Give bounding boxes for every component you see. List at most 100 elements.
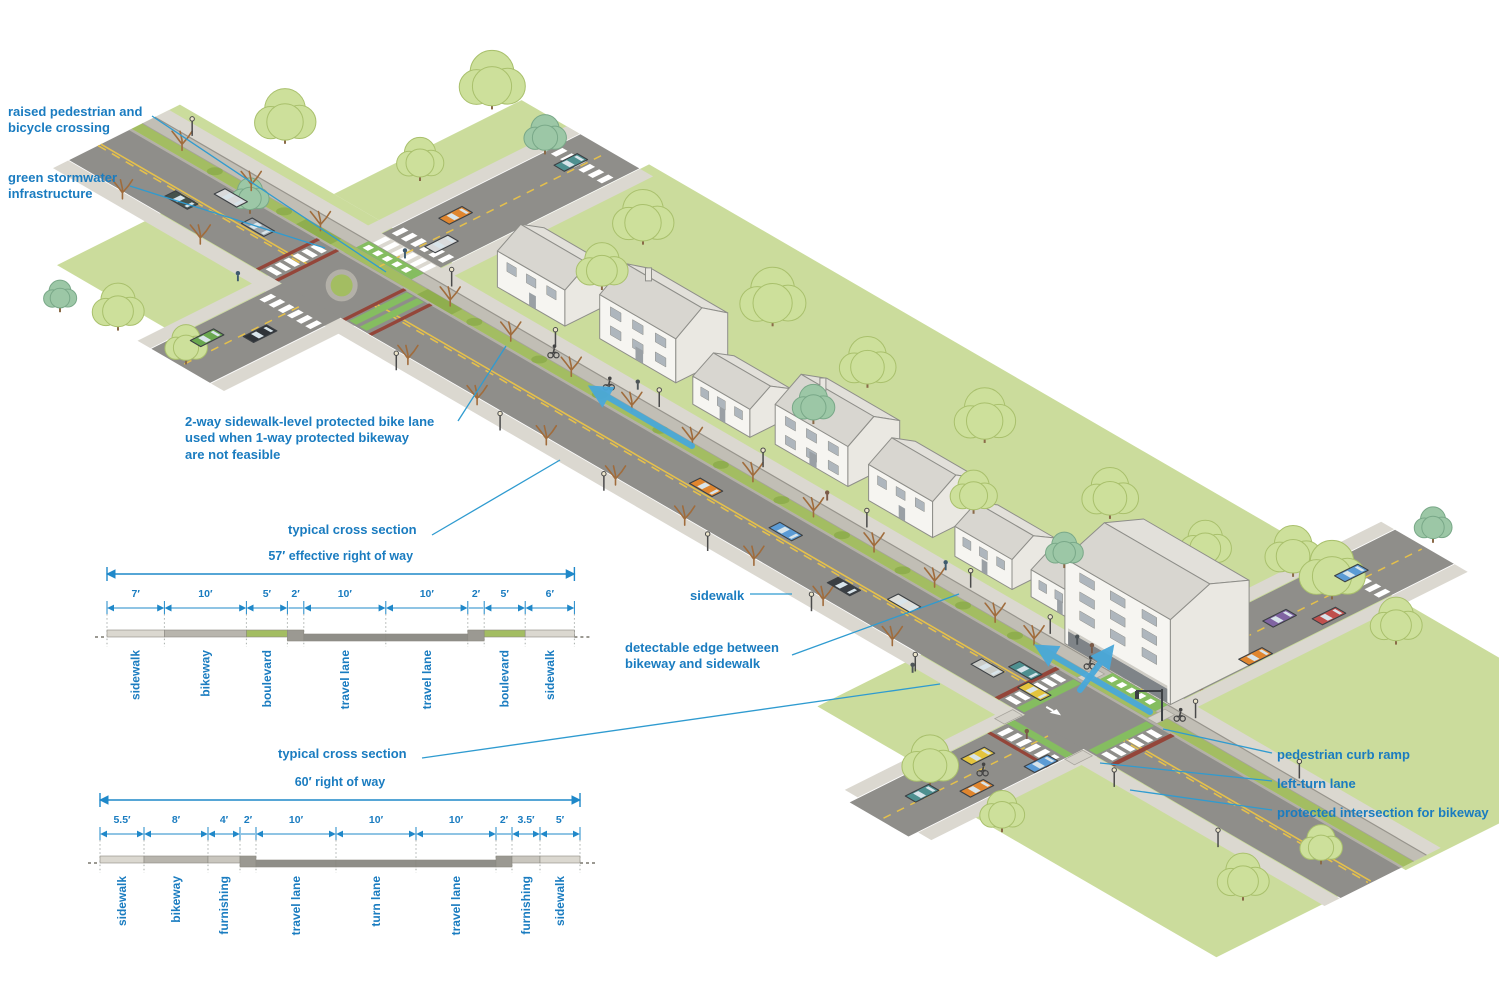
car [438,205,473,225]
measurement-label: 10′ [420,588,435,600]
section-segment-bikeway [143,855,209,864]
car [553,153,589,172]
tree [953,387,1017,443]
evergreen-tree [1045,531,1084,569]
street-tree [812,585,834,607]
segment-label: sidewalk [543,650,557,700]
shrub [531,355,548,364]
pedestrian [824,490,830,495]
segment-label: travel lane [289,876,303,936]
shrub [773,496,790,505]
tree [575,242,629,291]
street-tree [881,625,904,647]
tree [91,282,145,331]
street-tree [604,465,627,486]
street-tree [309,210,332,232]
car [1262,608,1297,628]
cyclist [547,344,560,359]
street-tree [560,356,583,377]
measurement-label: 5′ [263,588,272,600]
house [954,502,1056,590]
cyclist [976,762,989,777]
section-segment-curb [495,855,513,868]
tree [1264,525,1323,577]
tree [979,790,1026,833]
car [959,778,995,798]
measurement-label: 10′ [369,814,384,826]
house [599,263,729,384]
section-segment-sidewalk [524,629,575,638]
car [424,234,459,254]
callout-left-turn-lane: left-turn lane [1277,776,1356,791]
section-segment-boulevard [246,629,288,638]
leader-line [151,115,387,273]
bike-direction-arrows [587,385,1153,715]
segment-label: travel lane [338,650,352,710]
street-tree [535,424,558,446]
shrub [712,460,729,469]
tree [739,266,807,327]
callout-pedestrian-curb-ramp: pedestrian curb ramp [1277,747,1410,762]
section-segment-lane [415,859,497,868]
tree [1369,596,1423,645]
segment-label: turn lane [369,876,383,927]
street-tree [439,286,461,307]
front-trees [43,49,1453,901]
measurement-label: 4′ [220,814,229,826]
leader-line [1162,728,1273,754]
car [768,521,803,542]
car [189,328,225,348]
measurement-label: 5.5′ [113,814,131,826]
callout-green-stormwater: green stormwater infrastructure [8,170,118,202]
street-tree [863,532,885,553]
measurement-label: 3.5′ [517,814,535,826]
leader-line [421,683,941,759]
street-tree [743,545,765,567]
segment-label: bikeway [169,876,183,923]
measurement-label: 10′ [338,588,353,600]
street-tree [923,567,946,588]
tree [1081,467,1140,519]
street-tree [1023,624,1045,646]
cross-section-diagram-2: 60′ right of way5.5′8′4′2′10′10′10′2′3.5… [88,775,596,936]
section-segment-boulevard [483,629,526,638]
section-segment-curb [287,629,305,642]
right-of-way-title: 57′ effective right of way [268,549,413,563]
callout-protected-intersection: protected intersection for bikeway [1277,805,1489,820]
callout-typical-cross-section-1: typical cross section [288,522,417,537]
measurement-label: 10′ [449,814,464,826]
segment-label: bikeway [198,650,212,697]
leader-line [791,593,960,656]
tree [396,136,445,181]
callout-typical-cross-section-2: typical cross section [278,746,407,761]
leader-line [129,185,326,249]
measurement-label: 2′ [500,814,509,826]
car [887,593,922,613]
street-tree [111,178,134,200]
car [826,576,862,597]
direction-arrow [1077,644,1115,693]
tree [164,324,208,365]
car [960,746,996,766]
street-tree [673,505,696,526]
tree [1299,824,1343,865]
segment-label: furnishing [519,876,533,935]
pedestrian [402,248,408,253]
cross-section-diagram-1: 57′ effective right of way7′10′5′2′10′10… [95,549,591,710]
measurement-label: 8′ [172,814,181,826]
section-segment-sidewalk [539,855,581,864]
pedestrian [1089,643,1095,648]
shrub [206,167,223,176]
house [868,437,980,539]
street-tree [397,344,419,366]
measurement-label: 2′ [472,588,481,600]
street-tree [681,426,704,448]
section-segment-curb [239,855,257,868]
street-tree [802,496,825,518]
tree [838,335,897,388]
segment-label: sidewalk [553,876,567,926]
shrub [276,207,293,216]
segment-label: boulevard [260,650,274,707]
evergreen-tree [791,383,836,425]
